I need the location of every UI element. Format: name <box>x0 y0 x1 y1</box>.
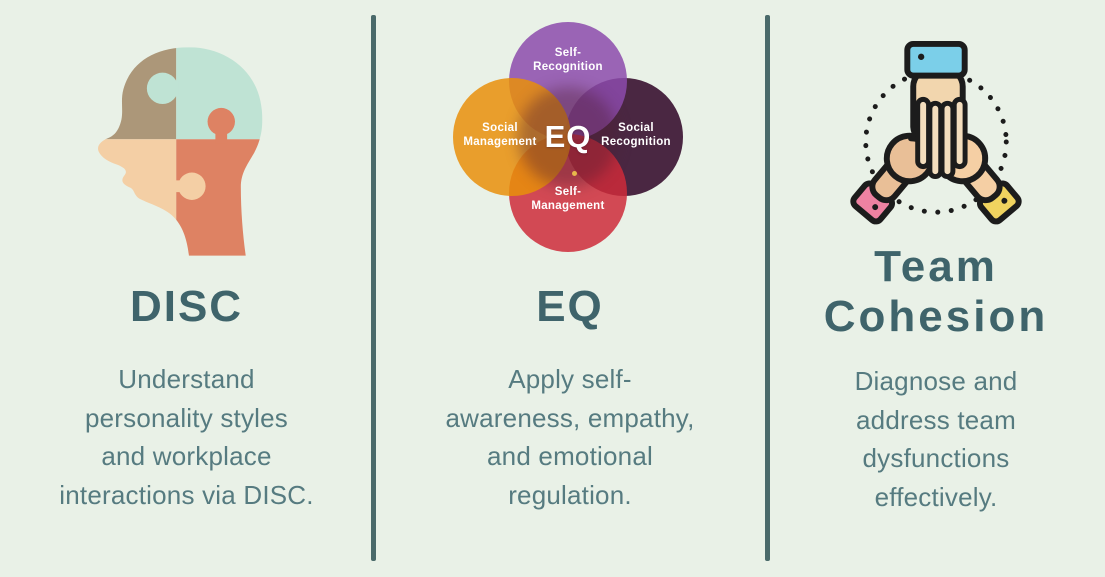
column-divider <box>371 15 376 561</box>
team-cohesion-title: Team Cohesion <box>823 242 1049 341</box>
left-cuff-dot <box>872 204 879 211</box>
disc-description: Understand personality styles and workpl… <box>59 364 314 510</box>
puzzle-knob-salmon <box>207 107 235 144</box>
puzzle-knob-mint <box>146 72 178 105</box>
team-cohesion-description: Diagnose and address team dysfunctions e… <box>854 366 1018 512</box>
dotted-circle <box>863 69 1009 215</box>
puzzle-knob-peach <box>174 172 206 200</box>
top-cuff <box>904 40 968 79</box>
head-puzzle-icon <box>97 47 262 256</box>
eq-description: Apply self- awareness, empathy, and emot… <box>445 364 695 510</box>
venn-center-shade <box>518 87 618 187</box>
team-cohesion-column: Team Cohesion Diagnose and address team … <box>767 0 1105 577</box>
eq-title: EQ <box>536 282 604 331</box>
venn-label-self-management: Self-Management <box>531 186 605 212</box>
venn-circle-social-management <box>453 78 571 196</box>
right-cuff-dot <box>1001 197 1008 204</box>
venn-center-label: EQ <box>544 119 592 154</box>
venn-label-self-recognition: Self-Recognition <box>533 47 603 73</box>
puzzle-quadrant-bottom-left <box>97 139 176 256</box>
team-icon-area <box>842 0 1030 228</box>
column-divider <box>765 15 770 561</box>
disc-icon-area <box>94 0 280 258</box>
team-hands-icon <box>850 40 1022 225</box>
disc-column: DISC Understand personality styles and w… <box>0 0 373 577</box>
top-cuff-dot <box>917 53 925 60</box>
top-hand-fingers <box>915 96 968 180</box>
disc-title: DISC <box>129 282 244 331</box>
venn-small-dot <box>572 171 577 176</box>
